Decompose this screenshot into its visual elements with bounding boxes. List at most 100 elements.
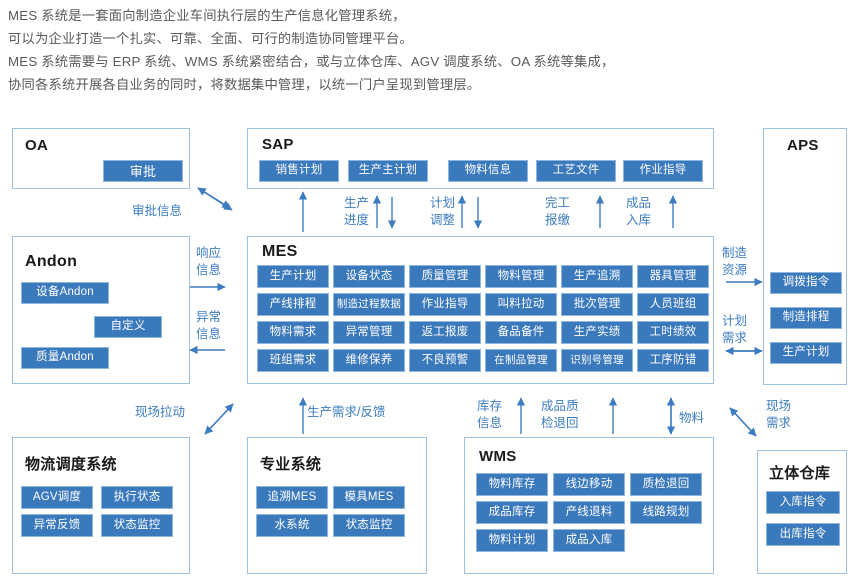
- tag-mes-r1c1[interactable]: 制造过程数据: [333, 293, 405, 316]
- label-response-info-line2: 信息: [196, 263, 222, 277]
- tag-mes-r2c2[interactable]: 返工报废: [409, 321, 481, 344]
- tag-andon-device[interactable]: 设备Andon: [21, 282, 109, 304]
- tag-mes-r3c5[interactable]: 工序防错: [637, 349, 709, 372]
- tag-aps-0[interactable]: 调拨指令: [770, 272, 842, 294]
- tag-wms-r2c1[interactable]: 成品入库: [553, 529, 625, 552]
- tag-sap-1[interactable]: 生产主计划: [348, 160, 428, 182]
- tag-wms-r0c0[interactable]: 物料库存: [476, 473, 548, 496]
- box-andon[interactable]: Andon 设备Andon 自定义 质量Andon: [12, 236, 190, 384]
- tag-mes-r1c3[interactable]: 叫料拉动: [485, 293, 557, 316]
- tag-sap-2[interactable]: 物料信息: [448, 160, 528, 182]
- label-plan-adjust-line2: 调整: [430, 213, 456, 227]
- tag-mes-r2c4[interactable]: 生产实绩: [561, 321, 633, 344]
- intro-line-4: 协同各系统开展各自业务的同时，将数据集中管理，以统一门户呈现到管理层。: [8, 77, 481, 92]
- label-mfg-resource-line1: 制造: [722, 246, 748, 260]
- label-prod-progress-line2: 进度: [344, 213, 370, 227]
- tag-aps-1[interactable]: 制造排程: [770, 307, 842, 329]
- label-response-info-line1: 响应: [196, 246, 222, 260]
- box-oa[interactable]: OA 审批: [12, 128, 190, 189]
- tag-sap-0[interactable]: 销售计划: [259, 160, 339, 182]
- tag-mes-r2c3[interactable]: 备品备件: [485, 321, 557, 344]
- label-stock-info-line1: 库存: [477, 399, 503, 413]
- tag-professional-r1c0[interactable]: 水系统: [256, 514, 328, 537]
- tag-mes-r0c5[interactable]: 器具管理: [637, 265, 709, 288]
- box-wms[interactable]: WMS 物料库存 线边移动 质检退回 成品库存 产线退料 线路规划 物料计划 成…: [464, 437, 714, 574]
- label-site-pull: 现场拉动: [135, 405, 186, 419]
- label-approval-info: 审批信息: [132, 204, 183, 218]
- tag-logistics-r0c1[interactable]: 执行状态: [101, 486, 173, 509]
- tag-mes-r1c0[interactable]: 产线排程: [257, 293, 329, 316]
- tag-oa-approval[interactable]: 审批: [103, 160, 183, 182]
- label-site-demand-line1: 现场: [766, 399, 792, 413]
- tag-mes-r2c1[interactable]: 异常管理: [333, 321, 405, 344]
- tag-logistics-r1c1[interactable]: 状态监控: [101, 514, 173, 537]
- box-andon-title: Andon: [25, 253, 78, 270]
- tag-mes-r3c2[interactable]: 不良预警: [409, 349, 481, 372]
- intro-line-3: MES 系统需要与 ERP 系统、WMS 系统紧密结合，或与立体仓库、AGV 调…: [8, 54, 615, 69]
- label-finish-report-line2: 报缴: [545, 213, 571, 227]
- tag-mes-r3c0[interactable]: 班组需求: [257, 349, 329, 372]
- tag-professional-r0c0[interactable]: 追溯MES: [256, 486, 328, 509]
- tag-mes-r1c5[interactable]: 人员班组: [637, 293, 709, 316]
- tag-mes-r1c4[interactable]: 批次管理: [561, 293, 633, 316]
- tag-professional-r0c1[interactable]: 模具MES: [333, 486, 405, 509]
- tag-professional-r1c1[interactable]: 状态监控: [333, 514, 405, 537]
- tag-wms-r0c2[interactable]: 质检退回: [630, 473, 702, 496]
- tag-mes-r0c0[interactable]: 生产计划: [257, 265, 329, 288]
- tag-sap-4[interactable]: 作业指导: [623, 160, 703, 182]
- box-warehouse-title: 立体仓库: [769, 465, 831, 482]
- tag-mes-r0c2[interactable]: 质量管理: [409, 265, 481, 288]
- tag-mes-r0c3[interactable]: 物料管理: [485, 265, 557, 288]
- tag-aps-2[interactable]: 生产计划: [770, 342, 842, 364]
- label-fg-qc-return-line1: 成品质: [541, 399, 579, 413]
- tag-wms-r2c0[interactable]: 物料计划: [476, 529, 548, 552]
- tag-mes-r3c3[interactable]: 在制品管理: [485, 349, 557, 372]
- label-exception-info-line1: 异常: [196, 310, 222, 324]
- intro-paragraph: MES 系统是一套面向制造企业车间执行层的生产信息化管理系统， 可以为企业打造一…: [8, 4, 848, 96]
- label-stock-info-line2: 信息: [477, 416, 503, 430]
- tag-andon-custom[interactable]: 自定义: [94, 316, 162, 338]
- box-logistics[interactable]: 物流调度系统 AGV调度 执行状态 异常反馈 状态监控: [12, 437, 190, 574]
- intro-line-2: 可以为企业打造一个扎实、可靠、全面、可行的制造协同管理平台。: [8, 31, 413, 46]
- tag-mes-r2c0[interactable]: 物料需求: [257, 321, 329, 344]
- label-material: 物料: [679, 411, 705, 425]
- label-mfg-resource-line2: 资源: [722, 263, 748, 277]
- intro-line-1: MES 系统是一套面向制造企业车间执行层的生产信息化管理系统，: [8, 8, 406, 23]
- tag-mes-r3c1[interactable]: 维修保养: [333, 349, 405, 372]
- box-aps-title: APS: [787, 137, 819, 154]
- box-warehouse[interactable]: 立体仓库 入库指令 出库指令: [757, 450, 847, 574]
- box-mes[interactable]: MES 生产计划 设备状态 质量管理 物料管理 生产追溯 器具管理 产线排程 制…: [247, 236, 714, 384]
- label-prod-progress-line1: 生产: [344, 196, 370, 210]
- tag-mes-r3c4[interactable]: 识别号管理: [561, 349, 633, 372]
- tag-andon-quality[interactable]: 质量Andon: [21, 347, 109, 369]
- tag-mes-r2c5[interactable]: 工时绩效: [637, 321, 709, 344]
- tag-logistics-r0c0[interactable]: AGV调度: [21, 486, 93, 509]
- label-fg-qc-return-line2: 检退回: [541, 416, 579, 430]
- label-finish-report-line1: 完工: [545, 196, 571, 210]
- label-plan-adjust-line1: 计划: [430, 196, 456, 210]
- tag-wms-r0c1[interactable]: 线边移动: [553, 473, 625, 496]
- tag-logistics-r1c0[interactable]: 异常反馈: [21, 514, 93, 537]
- label-prod-demand-feedback: 生产需求/反馈: [307, 405, 386, 419]
- tag-mes-r0c1[interactable]: 设备状态: [333, 265, 405, 288]
- box-wms-title: WMS: [479, 448, 517, 465]
- tag-warehouse-0[interactable]: 入库指令: [766, 491, 840, 514]
- tag-mes-r0c4[interactable]: 生产追溯: [561, 265, 633, 288]
- label-finished-in-line2: 入库: [626, 213, 652, 227]
- tag-warehouse-1[interactable]: 出库指令: [766, 523, 840, 546]
- label-site-demand-line2: 需求: [766, 416, 792, 430]
- box-mes-title: MES: [262, 243, 298, 260]
- tag-wms-r1c0[interactable]: 成品库存: [476, 501, 548, 524]
- box-sap[interactable]: SAP 销售计划 生产主计划 物料信息 工艺文件 作业指导: [247, 128, 714, 189]
- box-professional[interactable]: 专业系统 追溯MES 模具MES 水系统 状态监控: [247, 437, 427, 574]
- tag-wms-r1c2[interactable]: 线路规划: [630, 501, 702, 524]
- box-oa-title: OA: [25, 137, 49, 154]
- label-plan-demand-line1: 计划: [722, 314, 748, 328]
- box-professional-title: 专业系统: [260, 456, 322, 473]
- tag-mes-r1c2[interactable]: 作业指导: [409, 293, 481, 316]
- label-plan-demand-line2: 需求: [722, 331, 748, 345]
- box-aps[interactable]: APS 调拨指令 制造排程 生产计划: [763, 128, 847, 385]
- tag-wms-r1c1[interactable]: 产线退料: [553, 501, 625, 524]
- tag-sap-3[interactable]: 工艺文件: [536, 160, 616, 182]
